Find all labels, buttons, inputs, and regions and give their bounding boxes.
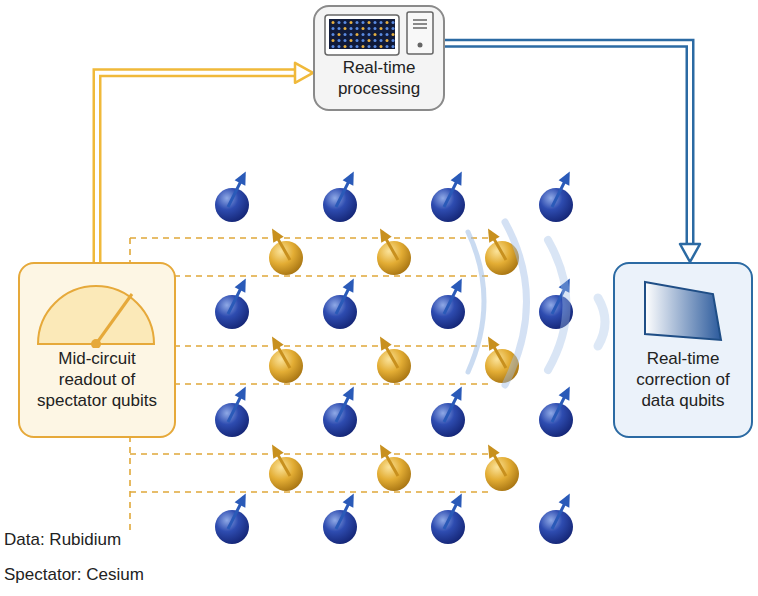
double-arrow <box>97 63 313 262</box>
dashed-line <box>130 453 492 455</box>
rubidium-atom <box>215 278 249 329</box>
legend-note: Data: Rubidium <box>4 530 121 550</box>
readout-box: Mid-circuit readout of spectator qubits <box>18 262 176 438</box>
optics-icon <box>615 264 750 348</box>
rubidium-atom <box>323 278 357 329</box>
rubidium-atom <box>215 493 249 544</box>
cesium-atom <box>377 229 411 275</box>
cesium-atom <box>377 337 411 383</box>
gauge-icon <box>20 264 173 348</box>
cesium-atom <box>485 445 519 491</box>
rubidium-atom <box>431 278 465 329</box>
rubidium-atom <box>215 171 249 222</box>
computer-icon <box>315 7 442 57</box>
processing-box: Real-time processing <box>313 5 445 111</box>
dashed-line <box>130 491 492 493</box>
cesium-atom <box>269 229 303 275</box>
rubidium-atom <box>215 386 249 437</box>
rubidium-atom <box>431 171 465 222</box>
dashed-line <box>130 345 492 347</box>
rubidium-atom <box>323 171 357 222</box>
correction-box: Real-time correction of data qubits <box>613 262 753 438</box>
double-arrow <box>445 43 700 262</box>
legend-note: Spectator: Cesium <box>4 565 144 585</box>
rubidium-atom <box>539 386 573 437</box>
rubidium-atom <box>539 493 573 544</box>
correction-waves <box>468 222 605 385</box>
box-label: Mid-circuit readout of spectator qubits <box>28 348 166 411</box>
box-label: Real-time correction of data qubits <box>623 348 743 411</box>
cesium-atom <box>377 445 411 491</box>
box-label: Real-time processing <box>323 57 435 99</box>
rubidium-atom <box>323 493 357 544</box>
rubidium-atom <box>431 386 465 437</box>
cesium-atom <box>269 337 303 383</box>
readout-leader-lines <box>130 238 492 530</box>
rubidium-atom <box>539 171 573 222</box>
cesium-atom <box>269 445 303 491</box>
atoms <box>215 171 573 544</box>
dashed-line <box>130 275 492 277</box>
rubidium-atom <box>431 493 465 544</box>
dashed-line <box>130 237 490 239</box>
dashed-line <box>130 383 492 385</box>
rubidium-atom <box>323 386 357 437</box>
